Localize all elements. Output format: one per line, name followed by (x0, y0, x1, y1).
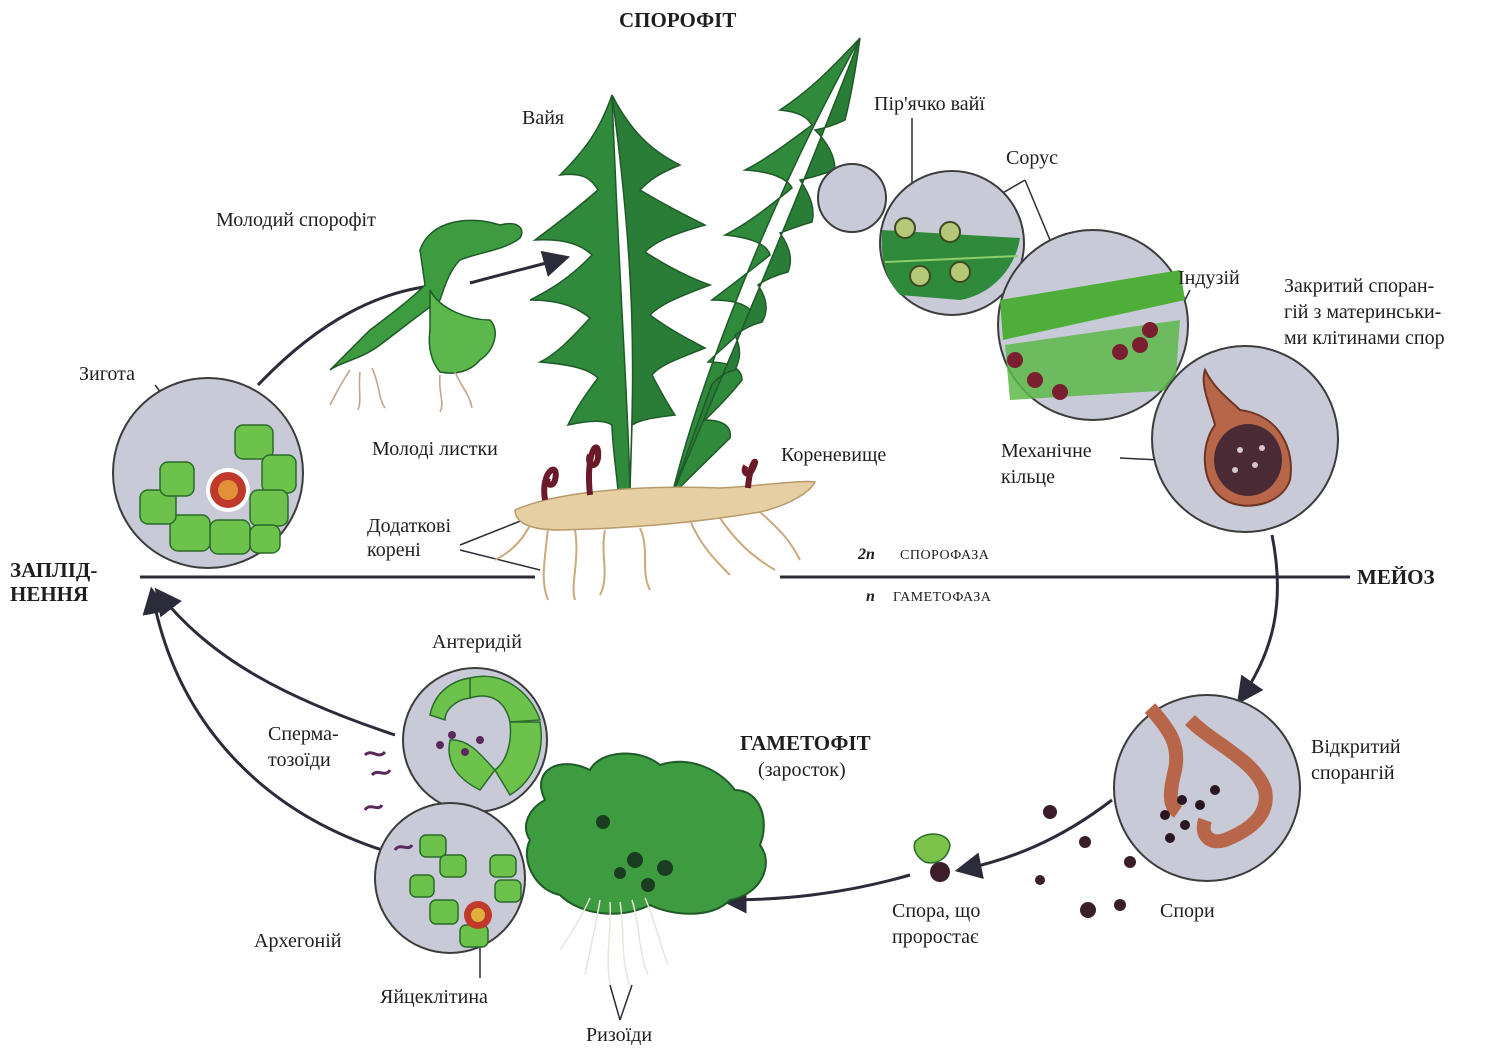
sporophase-label: СПОРОФАЗА (900, 544, 989, 568)
frond-label: Вайя (522, 106, 564, 130)
young-leaves-label: Молоді листки (372, 437, 498, 461)
open-sporangium-circle (1114, 695, 1300, 881)
rhizome (515, 482, 815, 530)
meiosis-label: МЕЙОЗ (1357, 565, 1435, 589)
adventitious-roots-label: Додаткові корені (367, 514, 451, 562)
zygote-circle (113, 378, 303, 568)
sorus-section-circle (998, 230, 1188, 420)
archegonium-label: Архегоній (254, 929, 342, 953)
gametophyte-prothallus-drawing (526, 754, 766, 985)
haploid-symbol: n (866, 585, 875, 609)
sporophyte-title: СПОРОФІТ (619, 8, 736, 32)
diploid-symbol: 2n (858, 543, 875, 567)
prothallus-label: (заросток) (758, 758, 846, 782)
zygote-label: Зигота (79, 362, 135, 386)
rhizome-label: Кореневище (781, 443, 886, 467)
young-sporophyte-label: Молодий спорофіт (216, 208, 376, 232)
gametophase-label: ГАМЕТОФАЗА (893, 586, 991, 610)
open-sporangium-label: Відкритий спорангій (1311, 734, 1401, 786)
arrow-antheridium-to-fertilization (158, 592, 395, 735)
closed-sporangium-circle (1152, 346, 1338, 532)
arrow-meiosis-to-open-sporangium (1240, 535, 1277, 700)
archegonium-circle (375, 803, 525, 953)
young-sporophyte-drawing (330, 220, 522, 412)
sperm-label: Сперма- тозоїди (268, 721, 339, 773)
antheridium-circle (403, 668, 547, 812)
sorus-label: Сорус (1006, 146, 1058, 170)
egg-cell-label: Яйцеклітина (380, 985, 488, 1009)
arrow-archegonium-to-fertilization (152, 592, 382, 850)
germinating-spore-label: Спора, що проростає (892, 898, 980, 950)
arrow-young-sporophyte-to-fern (470, 258, 565, 283)
germinating-spore-drawing (914, 834, 950, 882)
frond-tip-circle (818, 164, 886, 232)
antheridium-label: Антеридій (432, 630, 522, 654)
spores-label: Спори (1160, 899, 1215, 923)
fertilization-label: ЗАПЛІД- НЕННЯ (10, 558, 97, 606)
closed-sporangium-label: Закритий споран- гій з материнськи- ми к… (1284, 273, 1445, 351)
indusium-label: Індузій (1178, 266, 1240, 290)
frond-left (530, 95, 630, 490)
pinnule-label: Пір'ячко вайї (874, 92, 985, 116)
arrow-spores-to-germinating-spore (960, 800, 1112, 870)
rhizoids-label: Ризоїди (586, 1023, 652, 1047)
annulus-label: Механічне кільце (1001, 438, 1092, 490)
gametophyte-label: ГАМЕТОФІТ (740, 731, 871, 755)
